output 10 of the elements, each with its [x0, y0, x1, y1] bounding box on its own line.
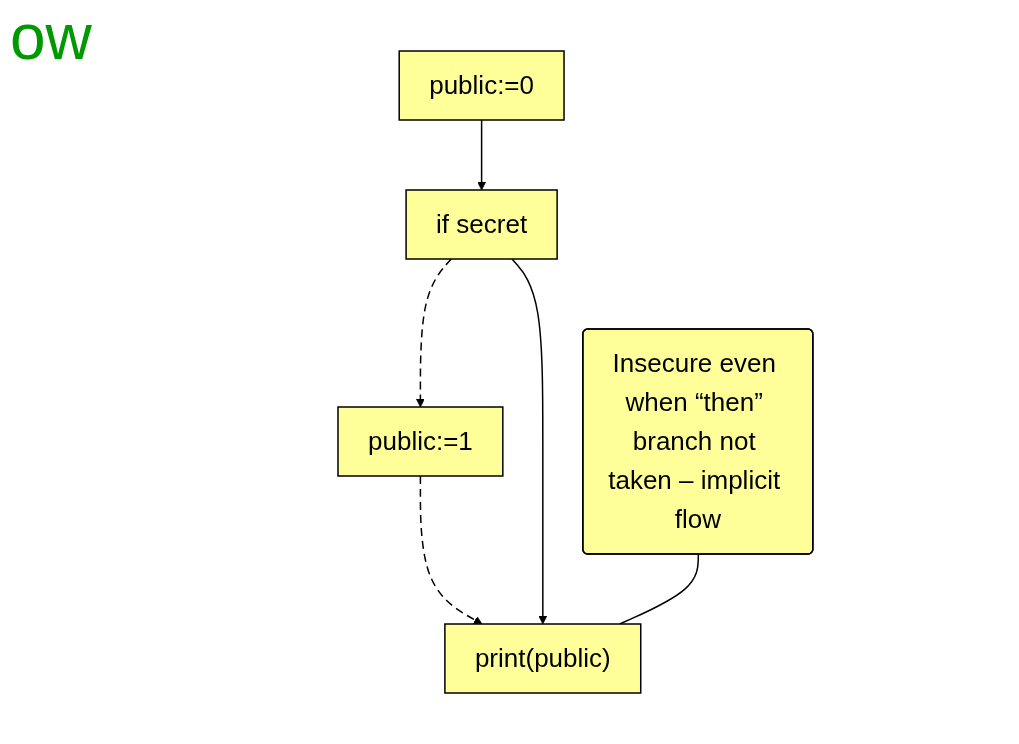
node-box: public:=0	[398, 50, 565, 121]
node-box: print(public)	[443, 623, 642, 694]
title: ow	[10, 0, 92, 74]
arrow	[415, 258, 452, 408]
arrow	[510, 258, 547, 625]
node-box: if secret	[404, 189, 558, 260]
connector	[618, 553, 699, 625]
arrow	[476, 119, 486, 191]
arrow	[419, 475, 483, 625]
node-box: public:=1	[336, 406, 504, 477]
